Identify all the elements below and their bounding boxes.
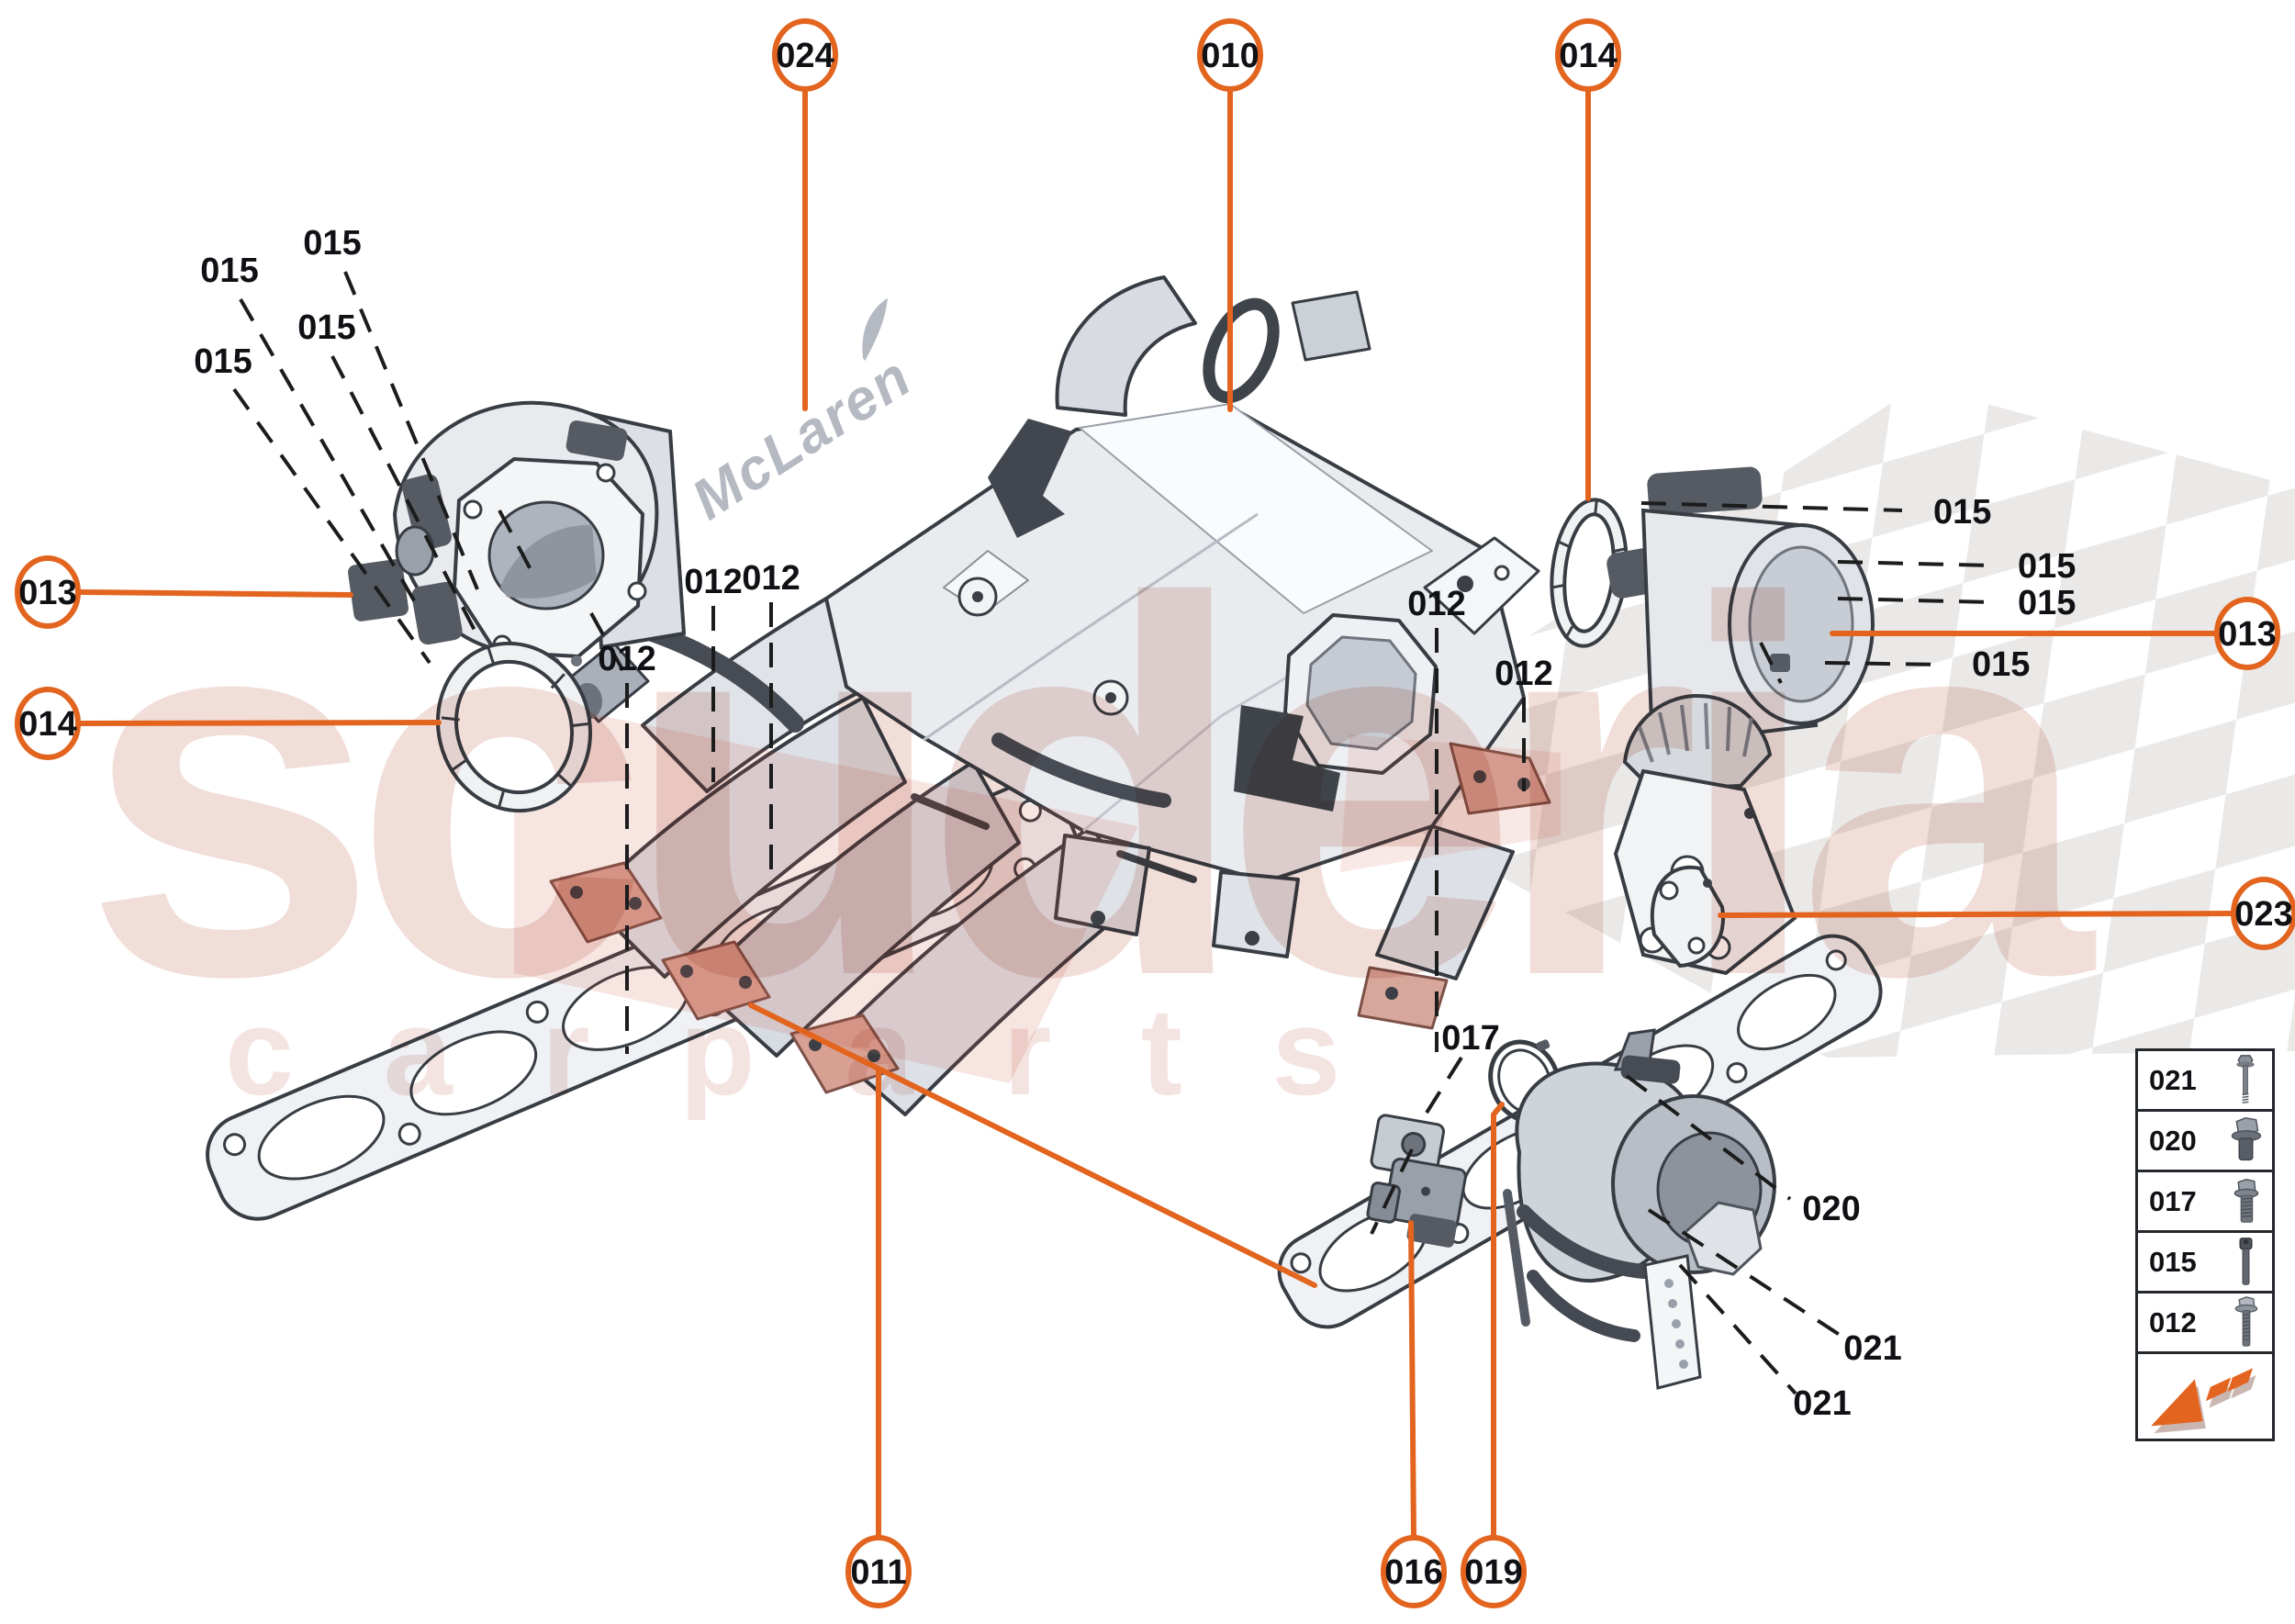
- callout-number: 010: [1201, 37, 1259, 75]
- leader-lines-layer: [232, 271, 1995, 1395]
- throttle-actuator: [1503, 1028, 1776, 1390]
- callout-number: 013: [18, 574, 76, 612]
- part-number-label: 015: [2018, 547, 2076, 586]
- throttle-gasket-ring-right: [1550, 498, 1629, 648]
- callout-leader-line: [76, 720, 442, 726]
- legend-row-017: 017: [2138, 1172, 2272, 1233]
- dashed-leader-line: [1824, 661, 1945, 666]
- legend-row-logo: [2138, 1354, 2272, 1439]
- fastener-legend: 021 020 017: [2135, 1048, 2275, 1441]
- part-number-label: 012: [1495, 655, 1552, 693]
- throttle-body-left: [348, 400, 687, 668]
- callout-balloon-013[interactable]: [2214, 597, 2280, 670]
- legend-row-015: 015: [2138, 1233, 2272, 1294]
- callout-number: 024: [776, 37, 834, 75]
- part-number-label: 015: [200, 252, 258, 290]
- legend-row-020: 020: [2138, 1112, 2272, 1172]
- part-number-label: 012: [742, 559, 800, 598]
- dashed-leader-line: [1678, 1263, 1797, 1395]
- dashed-leader-line: [1837, 560, 1993, 567]
- part-number-label: 015: [2018, 584, 2076, 622]
- mclaren-swoosh-icon: [862, 297, 888, 362]
- callout-number: 016: [1384, 1553, 1442, 1592]
- callout-number: 011: [850, 1553, 906, 1592]
- part-number-label: 015: [194, 342, 252, 381]
- callout-balloon-016[interactable]: [1381, 1535, 1447, 1608]
- dashed-leader-line: [1640, 501, 1903, 512]
- part-number-label: 012: [1407, 585, 1465, 623]
- legend-label: 015: [2149, 1245, 2197, 1278]
- map-sensor: [1366, 1114, 1467, 1248]
- part-number-label: 015: [297, 308, 355, 347]
- callouts-layer: 024 010 014 013 014 013 023 011 016 019: [15, 18, 2295, 1608]
- callout-balloon-014[interactable]: [15, 687, 81, 760]
- throttle-gasket-ring-left: [435, 641, 593, 813]
- callout-balloon-024[interactable]: [772, 18, 838, 92]
- dashed-leader-line: [498, 510, 536, 577]
- legend-label: 017: [2149, 1184, 2197, 1217]
- bolt-flange-large-icon: [2231, 1116, 2262, 1160]
- part-number-label: 021: [1793, 1384, 1851, 1423]
- part-number-label: 012: [598, 640, 655, 678]
- callout-balloon-019[interactable]: [1461, 1535, 1527, 1608]
- part-number-label: 017: [1441, 1019, 1499, 1058]
- callout-number: 013: [2218, 615, 2276, 654]
- dashed-leader-line: [239, 298, 417, 603]
- watermark-word: scuderia: [83, 491, 2096, 1086]
- callout-balloon-010[interactable]: [1197, 18, 1263, 92]
- part-number-label: 015: [1933, 493, 1991, 532]
- legend-label: 020: [2149, 1124, 2197, 1157]
- dashed-leader-line: [589, 612, 630, 680]
- watermark: scuderia c a r p a r t s: [83, 491, 2121, 1121]
- dashed-leader-line: [1759, 642, 1783, 684]
- bolt-hex-long-icon: [2234, 1295, 2258, 1347]
- callout-leader-line: [1718, 911, 2235, 918]
- intake-manifold: [514, 275, 1561, 1116]
- callout-leader-line: [76, 589, 353, 598]
- dashed-leader-line: [1370, 1148, 1414, 1235]
- callout-number: 014: [1559, 37, 1617, 75]
- part-number-label: 012: [684, 563, 742, 601]
- callout-connector-line: [748, 1002, 1317, 1288]
- part-number-label: 021: [1843, 1329, 1901, 1368]
- bolt-long-thin-icon: [2236, 1054, 2255, 1103]
- connector-lines-layer: [748, 1002, 1317, 1288]
- dashed-leader-line: [343, 271, 479, 590]
- bolt-socket-head-icon: [2239, 1237, 2253, 1285]
- dashed-leader-line: [1837, 597, 1995, 604]
- legend-label: 012: [2149, 1305, 2197, 1338]
- callout-balloon-014[interactable]: [1555, 18, 1621, 92]
- watermark-letters: c a r p a r t s: [225, 982, 1368, 1121]
- part-number-label: 015: [303, 224, 361, 263]
- part-number-label: 020: [1802, 1190, 1860, 1228]
- part-number-label: 015: [1972, 645, 2030, 684]
- callout-leader-line: [1491, 1102, 1505, 1540]
- callout-balloon-023[interactable]: [2231, 877, 2295, 950]
- dashed-leader-line: [330, 355, 483, 644]
- dashed-leader-line: [1420, 1056, 1463, 1122]
- legend-label: 021: [2149, 1063, 2197, 1096]
- callout-number: 014: [18, 705, 76, 744]
- dashed-leader-line: [1625, 1074, 1792, 1201]
- legend-row-021: 021: [2138, 1051, 2272, 1112]
- callout-number: 023: [2234, 895, 2292, 934]
- blanking-bracket: [1650, 865, 1726, 969]
- scuderia-arrow-logo: [2151, 1368, 2256, 1434]
- callout-balloon-013[interactable]: [15, 555, 81, 629]
- bolt-flange-threaded-icon: [2233, 1178, 2259, 1223]
- legend-row-012: 012: [2138, 1294, 2272, 1354]
- callout-number: 019: [1464, 1553, 1522, 1592]
- callout-leader-line: [1408, 1220, 1416, 1540]
- callout-balloon-011[interactable]: [845, 1535, 912, 1608]
- dashed-leader-line: [232, 387, 431, 665]
